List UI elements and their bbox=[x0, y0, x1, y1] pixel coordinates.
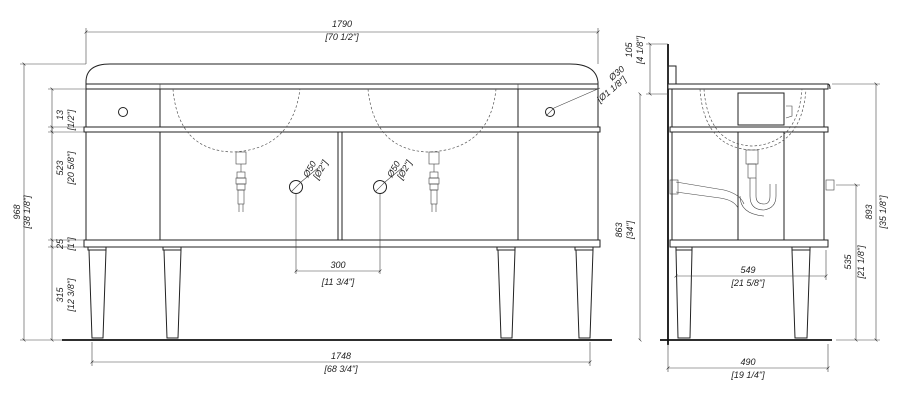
side-basin bbox=[699, 88, 807, 151]
leg-1 bbox=[88, 249, 107, 339]
depth-549-value: 549 bbox=[740, 265, 755, 275]
base-rail-value: 25 bbox=[55, 238, 65, 250]
front-view bbox=[20, 28, 612, 366]
height-863-inch: [34"] bbox=[625, 220, 635, 240]
leg-height-inch: [12 3/8"] bbox=[66, 278, 76, 313]
upper-band bbox=[85, 88, 599, 128]
overall-width-inch: [70 1/2"] bbox=[324, 32, 359, 42]
height-863-value: 863 bbox=[614, 222, 624, 237]
hole-spacing-inch: [11 3/4"] bbox=[321, 277, 355, 287]
height-535-inch: [21 1/8"] bbox=[856, 245, 866, 280]
backsplash bbox=[667, 65, 677, 85]
hole-small-left bbox=[118, 107, 128, 117]
side-leg-back bbox=[675, 249, 693, 339]
total-height-inch: [38 1/8"] bbox=[22, 195, 32, 230]
side-top bbox=[667, 83, 829, 90]
leg-2 bbox=[163, 249, 182, 339]
height-893-value: 893 bbox=[864, 204, 874, 219]
countertop-top bbox=[85, 63, 599, 89]
depth-490-value: 490 bbox=[740, 357, 755, 367]
leg-height-value: 315 bbox=[55, 287, 65, 303]
backsplash-inch: [4 1/8"] bbox=[635, 35, 645, 65]
height-893-inch: [35 1/8"] bbox=[878, 195, 888, 230]
depth-490-inch: [19 1/4"] bbox=[730, 370, 765, 380]
side-trap bbox=[669, 149, 777, 217]
top-thickness-inch: [1/2"] bbox=[66, 109, 76, 131]
backsplash-value: 105 bbox=[624, 42, 634, 58]
leg-3 bbox=[497, 249, 516, 339]
drain-right bbox=[428, 151, 440, 212]
cabinet-height-inch: [20 5/8"] bbox=[66, 151, 76, 186]
trim-upper bbox=[83, 126, 601, 133]
hole-spacing-value: 300 bbox=[330, 260, 345, 270]
basin-left bbox=[172, 88, 301, 153]
base-width-inch: [68 3/4"] bbox=[323, 364, 358, 374]
top-thickness-value: 13 bbox=[55, 110, 65, 120]
base-width-value: 1748 bbox=[331, 351, 351, 361]
total-height-value: 968 bbox=[12, 204, 22, 219]
cabinet-height-value: 523 bbox=[55, 160, 65, 175]
side-view bbox=[638, 42, 880, 372]
base-rail-inch: [1"] bbox=[66, 237, 76, 252]
drain-left bbox=[235, 151, 247, 212]
depth-549-inch: [21 5/8"] bbox=[730, 278, 765, 288]
pipe-hole-left bbox=[289, 180, 303, 194]
leg-4 bbox=[575, 249, 594, 339]
base-rail bbox=[83, 239, 601, 248]
side-leg-front bbox=[791, 249, 811, 339]
hole-small-right bbox=[545, 107, 555, 117]
side-drawer bbox=[737, 92, 785, 126]
pipe-hole-right bbox=[373, 180, 387, 194]
height-535-value: 535 bbox=[843, 254, 853, 270]
overall-width-value: 1790 bbox=[332, 19, 352, 29]
basin-right bbox=[367, 88, 497, 153]
valve bbox=[825, 179, 835, 191]
